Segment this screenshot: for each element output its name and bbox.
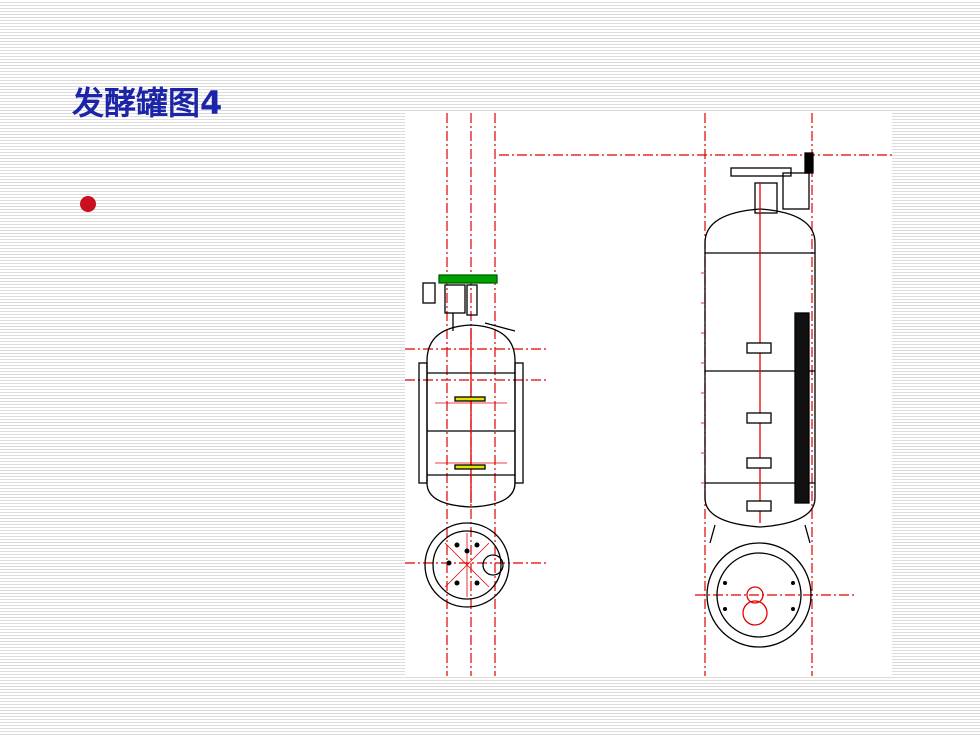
fermenter-drawing	[405, 113, 892, 676]
small-fermenter	[418, 274, 524, 608]
centerlines	[405, 113, 892, 676]
large-fermenter	[701, 152, 816, 648]
page-title: 发酵罐图4	[72, 84, 223, 122]
fermenter-drawing-svg	[405, 113, 892, 676]
bullet-point	[80, 196, 96, 212]
